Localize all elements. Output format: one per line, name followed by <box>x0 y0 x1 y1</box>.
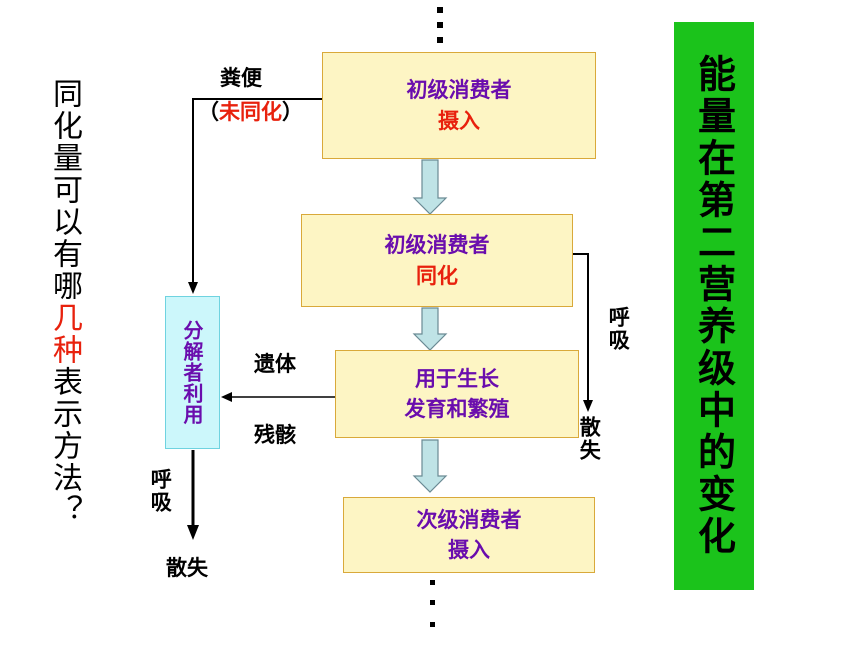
feces-arrowhead <box>188 282 198 294</box>
secondary-intake-line2: 摄入 <box>448 538 490 562</box>
growth-line1: 用于生长 <box>415 366 499 391</box>
flow-arrow-3 <box>412 439 448 493</box>
respiration-right-line <box>573 253 589 400</box>
primary-consumer-assimilation-box: 初级消费者 同化 <box>301 214 573 307</box>
growth-reproduction-box: 用于生长 发育和繁殖 <box>335 350 579 438</box>
decomposer-label: 分解者利用 <box>180 320 204 425</box>
respiration-left-label: 呼吸 <box>148 468 173 514</box>
remains-label-2: 残骸 <box>254 423 296 447</box>
dissipate-right-label: 散失 <box>577 416 602 462</box>
bottom-ellipsis <box>430 580 435 627</box>
flow-arrow-1 <box>412 159 448 215</box>
dissipate-left-label: 散失 <box>166 556 208 580</box>
secondary-intake-line1: 次级消费者 <box>416 507 522 532</box>
title-vertical: 能量在第二营养级中的变化 <box>691 54 736 558</box>
primary-assim-line1: 初级消费者 <box>384 233 490 258</box>
primary-intake-line2: 摄入 <box>438 108 480 133</box>
remains-label-1: 遗体 <box>254 352 296 376</box>
primary-intake-line1: 初级消费者 <box>406 78 512 103</box>
decomposer-resp-arrowhead <box>187 525 199 540</box>
respiration-right-arrowhead <box>583 400 593 412</box>
top-ellipsis <box>437 7 443 43</box>
remains-arrowhead <box>221 392 232 402</box>
question-text: 同化量可以有哪几种表示方法？ <box>47 78 82 526</box>
feces-line <box>192 98 322 282</box>
primary-consumer-intake-box: 初级消费者 摄入 <box>322 52 596 159</box>
growth-line2: 发育和繁殖 <box>404 397 510 421</box>
respiration-right-label: 呼吸 <box>606 306 631 352</box>
feces-label: 粪便 <box>220 66 262 90</box>
feces-note: （未同化） <box>198 100 303 124</box>
title-banner: 能量在第二营养级中的变化 <box>674 22 754 590</box>
secondary-consumer-intake-box: 次级消费者 摄入 <box>343 497 595 573</box>
primary-assim-line2: 同化 <box>416 263 458 288</box>
decomposer-box: 分解者利用 <box>165 296 220 449</box>
flow-arrow-2 <box>412 307 448 351</box>
